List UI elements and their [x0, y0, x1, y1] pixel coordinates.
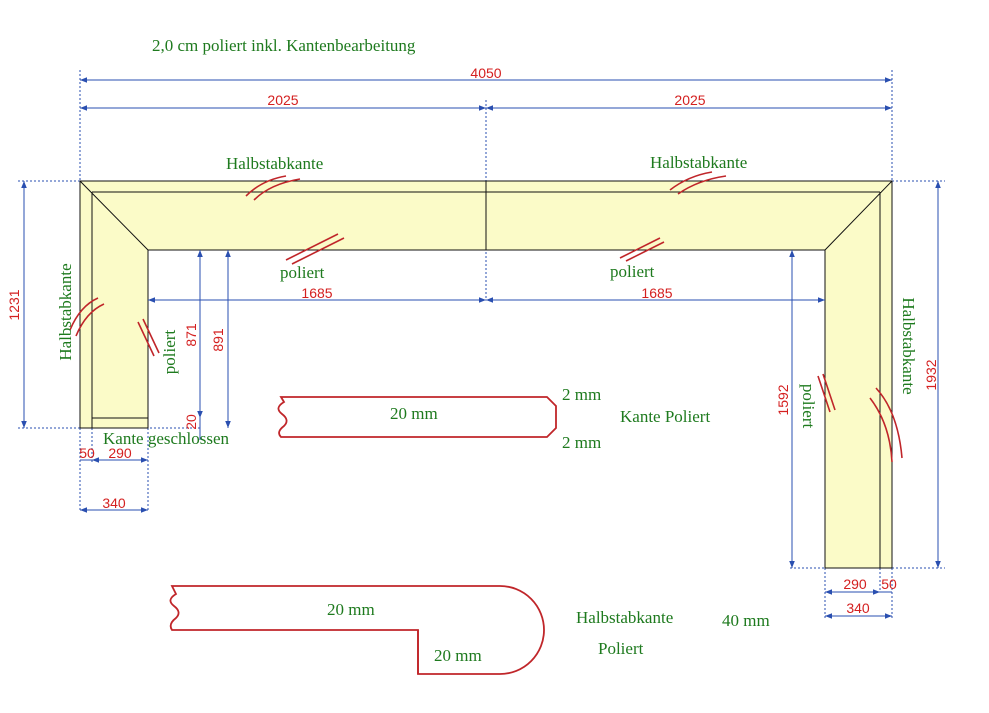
label-halbstab-left: Halbstabkante — [56, 263, 75, 360]
label-poliert-top-left: poliert — [280, 263, 325, 282]
profile1-thickness: 20 mm — [390, 404, 438, 423]
label-halbstab-right: Halbstabkante — [899, 297, 918, 394]
edge-profile-polished — [277, 396, 557, 438]
dim-871: 871 — [183, 323, 199, 347]
label-halbstab-top-right: Halbstabkante — [650, 153, 747, 172]
edge-marks — [69, 171, 903, 463]
extension-lines — [18, 70, 945, 618]
dim-left-50: 50 — [79, 445, 95, 461]
dim-right-height: 1932 — [923, 359, 939, 390]
dim-half-left: 2025 — [267, 92, 298, 108]
top-dimensions — [80, 77, 892, 303]
profile2-thickness-top: 20 mm — [327, 600, 375, 619]
dim-total-width: 4050 — [470, 65, 501, 81]
profile2-caption-halbstab: Halbstabkante — [576, 608, 673, 627]
dim-891: 891 — [210, 328, 226, 352]
dim-half-right: 2025 — [674, 92, 705, 108]
dim-right-50: 50 — [881, 576, 897, 592]
dim-1592: 1592 — [775, 384, 791, 415]
drawing-title: 2,0 cm poliert inkl. Kantenbearbeitung — [152, 36, 416, 55]
profile2-thickness-bottom: 20 mm — [434, 646, 482, 665]
countertop-shape — [79, 180, 893, 569]
dim-left-height: 1231 — [6, 289, 22, 320]
dim-left-290: 290 — [108, 445, 132, 461]
label-kante-geschlossen: Kante geschlossen — [103, 429, 230, 448]
profile1-chamfer-bottom: 2 mm — [562, 433, 601, 452]
label-halbstab-top-left: Halbstabkante — [226, 154, 323, 173]
bottom-left-dimensions — [80, 457, 148, 513]
label-poliert-top-right: poliert — [610, 262, 655, 281]
edge-profile-halbstab — [169, 585, 545, 675]
bottom-right-dimensions — [825, 589, 892, 619]
label-poliert-right: poliert — [799, 384, 818, 429]
dim-right-340: 340 — [846, 600, 870, 616]
profile2-total: 40 mm — [722, 611, 770, 630]
vertical-dimensions — [21, 181, 941, 568]
profile1-chamfer-top: 2 mm — [562, 385, 601, 404]
profile2-caption-poliert: Poliert — [598, 639, 644, 658]
label-poliert-left: poliert — [160, 330, 179, 375]
dim-inner-left: 1685 — [301, 285, 332, 301]
dim-inner-right: 1685 — [641, 285, 672, 301]
profile1-caption: Kante Poliert — [620, 407, 710, 426]
dim-left-340: 340 — [102, 495, 126, 511]
dim-20: 20 — [183, 414, 199, 430]
dim-right-290: 290 — [843, 576, 867, 592]
